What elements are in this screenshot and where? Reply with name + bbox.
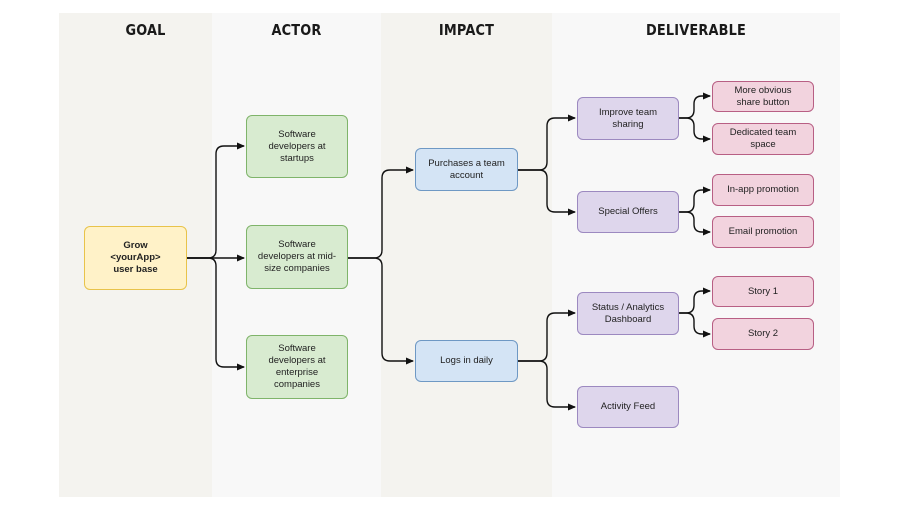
goal-node[interactable]: Grow <yourApp> user base — [84, 226, 187, 290]
impact-column-header: IMPACT — [438, 21, 495, 39]
goal-column-header: GOAL — [125, 21, 166, 39]
impact-column — [381, 13, 552, 497]
edge-impact1-deliverable-1 — [518, 114, 576, 171]
edge-dashboard-story-2 — [679, 312, 711, 338]
actor-node-midsize[interactable]: Software developers at mid- size compani… — [246, 225, 348, 289]
edge-actor-impact-2 — [348, 257, 414, 365]
edge-offers-story-1 — [679, 186, 711, 213]
story-node-in-app-promotion[interactable]: In-app promotion — [712, 174, 814, 206]
edge-impact1-deliverable-2 — [518, 169, 576, 216]
story-node-story-1[interactable]: Story 1 — [712, 276, 814, 307]
deliverable-node-special-offers[interactable]: Special Offers — [577, 191, 679, 233]
edge-offers-story-2 — [679, 211, 711, 236]
story-node-team-space[interactable]: Dedicated team space — [712, 123, 814, 155]
deliverable-node-activity-feed[interactable]: Activity Feed — [577, 386, 679, 428]
edge-sharing-story-2 — [679, 117, 711, 143]
edge-impact2-deliverable-4 — [518, 360, 576, 411]
impact-node-logs-in-daily[interactable]: Logs in daily — [415, 340, 518, 382]
actor-node-enterprise[interactable]: Software developers at enterprise compan… — [246, 335, 348, 399]
actor-column-header: ACTOR — [271, 21, 322, 39]
story-node-share-button[interactable]: More obvious share button — [712, 81, 814, 112]
edge-goal-actor-3 — [187, 257, 245, 371]
actor-node-startups[interactable]: Software developers at startups — [246, 115, 348, 178]
deliverable-node-dashboard[interactable]: Status / Analytics Dashboard — [577, 292, 679, 335]
edge-dashboard-story-1 — [679, 287, 711, 314]
edge-actor-impact-1 — [348, 166, 414, 259]
story-node-email-promotion[interactable]: Email promotion — [712, 216, 814, 248]
story-node-story-2[interactable]: Story 2 — [712, 318, 814, 350]
deliverable-column-header: DELIVERABLE — [645, 21, 747, 39]
edge-goal-actor-1 — [187, 142, 245, 259]
impact-node-team-account[interactable]: Purchases a team account — [415, 148, 518, 191]
edge-impact2-deliverable-3 — [518, 309, 576, 362]
deliverable-node-team-sharing[interactable]: Improve team sharing — [577, 97, 679, 140]
edge-sharing-story-1 — [679, 92, 711, 119]
